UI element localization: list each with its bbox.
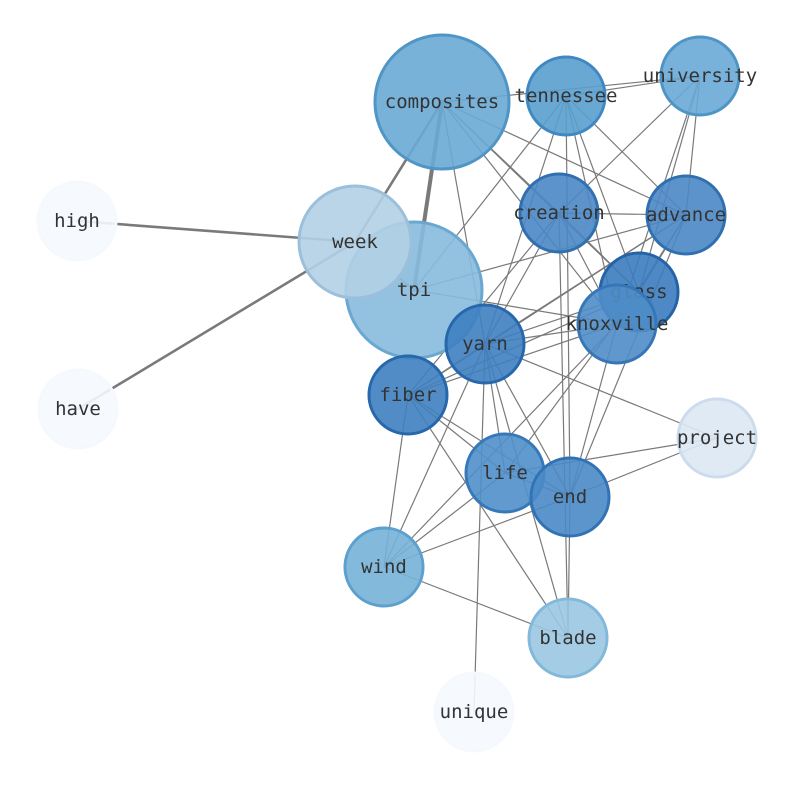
edge-tennessee-end <box>565 95 571 498</box>
node-circle-creation <box>518 172 600 254</box>
node-yarn: yarn <box>444 303 526 385</box>
node-knoxville: knoxville <box>566 283 669 365</box>
node-circle-week <box>297 184 413 300</box>
node-life: life <box>464 432 546 514</box>
node-circle-advance <box>645 174 727 256</box>
node-high: high <box>36 180 118 262</box>
node-end: end <box>529 456 611 538</box>
node-have: have <box>37 368 119 450</box>
node-blade: blade <box>527 597 609 679</box>
edge-creation-blade <box>558 212 569 639</box>
node-label-have: have <box>55 398 101 420</box>
node-circle-high <box>36 180 118 262</box>
node-label-advance: advance <box>646 204 726 226</box>
node-circle-have <box>37 368 119 450</box>
node-label-knoxville: knoxville <box>566 313 669 335</box>
node-label-week: week <box>332 231 378 253</box>
edge-yarn-unique <box>473 343 486 713</box>
node-label-wind: wind <box>361 556 407 578</box>
node-label-fiber: fiber <box>379 384 436 406</box>
node-label-blade: blade <box>539 627 596 649</box>
node-circle-composites <box>373 33 511 171</box>
node-circle-unique <box>433 671 515 753</box>
edge-fiber-blade <box>407 394 569 639</box>
node-project: project <box>676 397 758 479</box>
node-label-project: project <box>677 427 757 449</box>
node-label-tennessee: tennessee <box>515 85 618 107</box>
node-label-high: high <box>54 210 100 232</box>
node-circle-tennessee <box>525 55 607 137</box>
node-advance: advance <box>645 174 727 256</box>
node-circle-project <box>676 397 758 479</box>
node-fiber: fiber <box>367 354 449 436</box>
node-label-university: university <box>643 65 757 87</box>
node-creation: creation <box>513 172 605 254</box>
node-wind: wind <box>343 526 425 608</box>
node-circle-blade <box>527 597 609 679</box>
node-label-unique: unique <box>440 701 509 723</box>
node-circle-wind <box>343 526 425 608</box>
node-unique: unique <box>433 671 515 753</box>
node-layer: composites tpi week tennessee university crea… <box>36 33 758 753</box>
node-label-composites: composites <box>385 91 499 113</box>
node-circle-university <box>659 35 741 117</box>
node-label-life: life <box>482 462 528 484</box>
node-tennessee: tennessee <box>515 55 618 137</box>
node-label-tpi: tpi <box>397 279 431 301</box>
node-label-end: end <box>553 486 587 508</box>
node-label-creation: creation <box>513 202 605 224</box>
node-circle-yarn <box>444 303 526 385</box>
node-circle-end <box>529 456 611 538</box>
node-label-yarn: yarn <box>462 333 508 355</box>
node-circle-knoxville <box>576 283 658 365</box>
node-week: week <box>297 184 413 300</box>
node-university: university <box>643 35 757 117</box>
node-composites: composites <box>373 33 511 171</box>
node-circle-fiber <box>367 354 449 436</box>
edge-yarn-wind <box>383 343 486 568</box>
edge-yarn-project <box>484 343 718 439</box>
